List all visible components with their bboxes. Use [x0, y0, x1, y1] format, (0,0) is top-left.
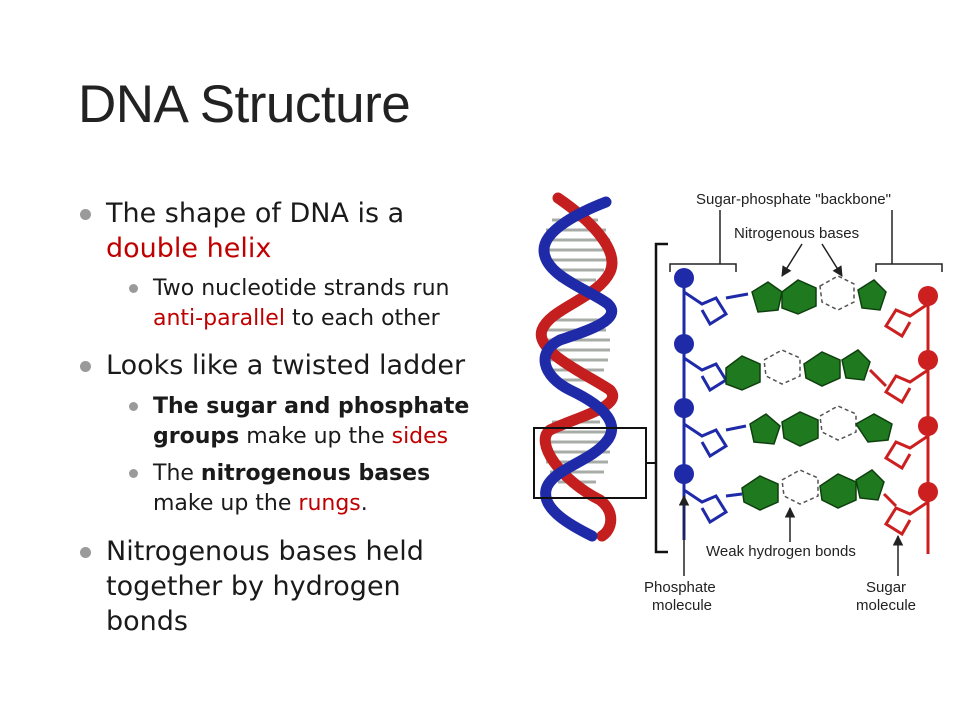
label-phosphate-molecule: molecule	[652, 597, 712, 614]
base-pair-1	[726, 276, 886, 314]
highlight-anti-parallel: anti-parallel	[153, 306, 285, 331]
base-pair-2	[726, 350, 886, 390]
label-weak-hydrogen-bonds: Weak hydrogen bonds	[706, 543, 856, 560]
double-helix	[534, 198, 656, 536]
label-backbone: Sugar-phosphate "backbone"	[696, 191, 891, 208]
bullet-text: make up the	[153, 491, 298, 516]
ladder-detail	[674, 268, 938, 554]
subbullet-rungs: The nitrogenous bases make up the rungs.	[78, 459, 430, 519]
bullet-dot	[129, 402, 138, 411]
bold-text: nitrogenous bases	[201, 461, 430, 486]
subbullet-anti-parallel: Two nucleotide strands run anti-parallel…	[78, 274, 449, 334]
bullet-text: Looks like a twisted ladder	[78, 348, 465, 383]
bullet-text: bonds	[106, 606, 188, 637]
bullet-text: .	[361, 491, 368, 516]
label-sugar-molecule: molecule	[856, 597, 916, 614]
bullet-text: Two nucleotide strands run	[153, 276, 449, 301]
bold-text: The sugar and phosphate	[153, 394, 469, 419]
bullet-twisted-ladder: Looks like a twisted ladder	[78, 348, 465, 383]
bullet-shape-of-dna: The shape of DNA is a double helix	[78, 196, 404, 266]
base-pair-4	[726, 470, 896, 510]
bullet-dot	[80, 361, 91, 372]
base-pair-3	[726, 406, 892, 446]
bullet-text: The	[153, 461, 201, 486]
bullet-dot	[129, 284, 138, 293]
bullet-hydrogen-bonds: Nitrogenous bases held together by hydro…	[78, 534, 424, 639]
label-nitrogenous-bases: Nitrogenous bases	[734, 225, 859, 242]
zoom-bracket	[656, 244, 668, 552]
highlight-sides: sides	[392, 424, 449, 449]
bullet-dot	[80, 209, 91, 220]
bold-text: groups	[153, 424, 239, 449]
bullet-text: together by hydrogen	[106, 571, 401, 602]
bullet-dot	[80, 547, 91, 558]
bullet-text: Nitrogenous bases held	[106, 536, 424, 567]
highlight-double-helix: double helix	[106, 233, 271, 264]
label-sugar: Sugar	[866, 579, 906, 596]
slide-title: DNA Structure	[78, 74, 410, 135]
bullet-text: to each other	[285, 306, 440, 331]
bullet-text: make up the	[239, 424, 391, 449]
subbullet-sides: The sugar and phosphate groups make up t…	[78, 392, 469, 452]
dna-diagram: Sugar-phosphate "backbone" Nitrogenous b…	[520, 180, 960, 620]
bullet-text: The shape of DNA is a	[106, 198, 404, 229]
highlight-rungs: rungs	[298, 491, 360, 516]
bullet-dot	[129, 469, 138, 478]
label-phosphate: Phosphate	[644, 579, 716, 596]
dna-diagram-svg: Sugar-phosphate "backbone" Nitrogenous b…	[520, 180, 960, 620]
